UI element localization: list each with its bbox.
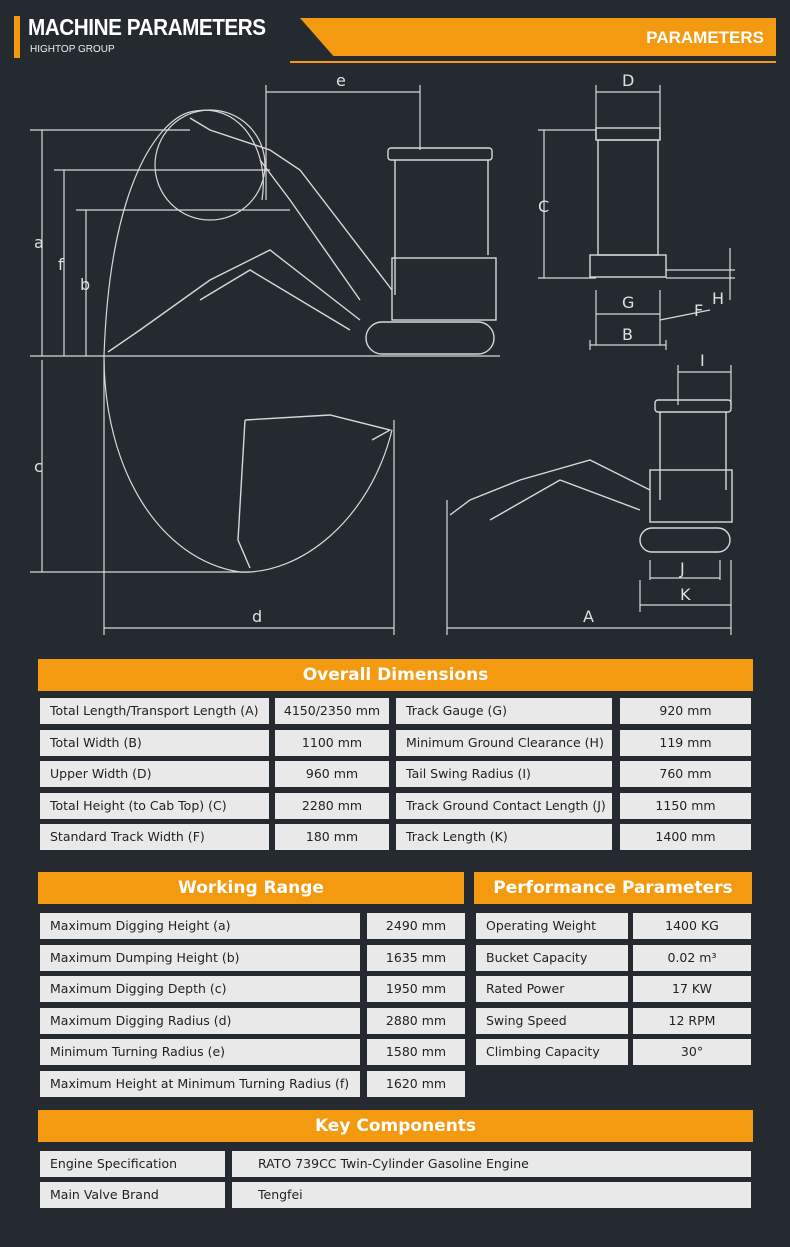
overall-dimensions-header: Overall Dimensions	[38, 659, 753, 691]
table-cell-value: 4150/2350 mm	[275, 698, 389, 724]
table-cell-value: 119 mm	[620, 729, 751, 756]
table-cell-value: 2280 mm	[275, 792, 389, 819]
table-cell-label: Maximum Digging Depth (c)	[40, 976, 360, 1002]
header-accent-bar	[14, 16, 20, 58]
header-ribbon-line	[290, 61, 776, 63]
page-title: MACHINE PARAMETERS	[28, 14, 266, 40]
table-cell-value: 2880 mm	[367, 1007, 465, 1034]
table-cell-label: Total Length/Transport Length (A)	[40, 698, 269, 724]
label-C: C	[538, 197, 549, 216]
table-cell-label: Maximum Digging Radius (d)	[40, 1007, 360, 1034]
table-cell-value: 1620 mm	[367, 1070, 465, 1097]
table-cell-value: 12 RPM	[633, 1007, 751, 1034]
table-cell-label: Main Valve Brand	[40, 1182, 225, 1208]
table-cell-label: Maximum Dumping Height (b)	[40, 944, 360, 971]
label-J: J	[679, 559, 685, 578]
table-cell-label: Maximum Height at Minimum Turning Radius…	[40, 1070, 360, 1097]
key-components-header: Key Components	[38, 1110, 753, 1142]
table-cell-label: Track Ground Contact Length (J)	[396, 792, 612, 819]
label-a: a	[34, 233, 44, 252]
table-cell-value: 1100 mm	[275, 729, 389, 756]
table-cell-label: Minimum Ground Clearance (H)	[396, 729, 612, 756]
table-cell-value: 0.02 m³	[633, 944, 751, 971]
label-A: A	[583, 607, 594, 626]
table-cell-label: Track Length (K)	[396, 824, 612, 850]
table-cell-value: 180 mm	[275, 824, 389, 850]
label-e: e	[336, 71, 346, 90]
table-cell-value: 1150 mm	[620, 792, 751, 819]
label-d: d	[252, 607, 262, 626]
table-cell-label: Total Height (to Cab Top) (C)	[40, 792, 269, 819]
label-I: I	[700, 351, 705, 370]
company-name: HIGHTOP GROUP	[30, 44, 115, 55]
label-c: c	[34, 457, 43, 476]
label-b: b	[80, 275, 90, 294]
label-K: K	[680, 585, 691, 604]
working-range-header: Working Range	[38, 872, 464, 904]
table-cell-value: 17 KW	[633, 976, 751, 1002]
table-cell-value: 2490 mm	[367, 913, 465, 939]
table-cell-label: Operating Weight	[476, 913, 628, 939]
table-cell-value: 30°	[633, 1039, 751, 1065]
ribbon-label: PARAMETERS	[646, 28, 764, 47]
table-cell-value: 760 mm	[620, 761, 751, 787]
table-cell-value: 1950 mm	[367, 976, 465, 1002]
table-cell-value: 1400 KG	[633, 913, 751, 939]
label-G: G	[622, 293, 634, 312]
table-cell-label: Rated Power	[476, 976, 628, 1002]
header-ribbon	[300, 18, 776, 56]
table-cell-label: Maximum Digging Height (a)	[40, 913, 360, 939]
table-cell-value: 920 mm	[620, 698, 751, 724]
performance-header: Performance Parameters	[474, 872, 752, 904]
table-cell-label: Bucket Capacity	[476, 944, 628, 971]
label-H: H	[712, 289, 724, 308]
table-cell-label: Tail Swing Radius (I)	[396, 761, 612, 787]
table-cell-value: 1400 mm	[620, 824, 751, 850]
table-cell-value: Tengfei	[232, 1182, 751, 1208]
label-f: f	[58, 255, 64, 274]
table-cell-value: 960 mm	[275, 761, 389, 787]
table-cell-label: Standard Track Width (F)	[40, 824, 269, 850]
table-cell-value: RATO 739CC Twin-Cylinder Gasoline Engine	[232, 1151, 751, 1177]
label-B: B	[622, 325, 633, 344]
table-cell-value: 1635 mm	[367, 944, 465, 971]
label-F: F	[694, 301, 703, 320]
table-cell-label: Total Width (B)	[40, 729, 269, 756]
table-cell-label: Engine Specification	[40, 1151, 225, 1177]
table-cell-value: 1580 mm	[367, 1039, 465, 1065]
table-cell-label: Track Gauge (G)	[396, 698, 612, 724]
label-D: D	[622, 71, 634, 90]
table-cell-label: Swing Speed	[476, 1007, 628, 1034]
dimension-diagram: a b c d e f A B C D F G H I J K	[30, 71, 735, 635]
table-cell-label: Minimum Turning Radius (e)	[40, 1039, 360, 1065]
table-cell-label: Upper Width (D)	[40, 761, 269, 787]
table-cell-label: Climbing Capacity	[476, 1039, 628, 1065]
